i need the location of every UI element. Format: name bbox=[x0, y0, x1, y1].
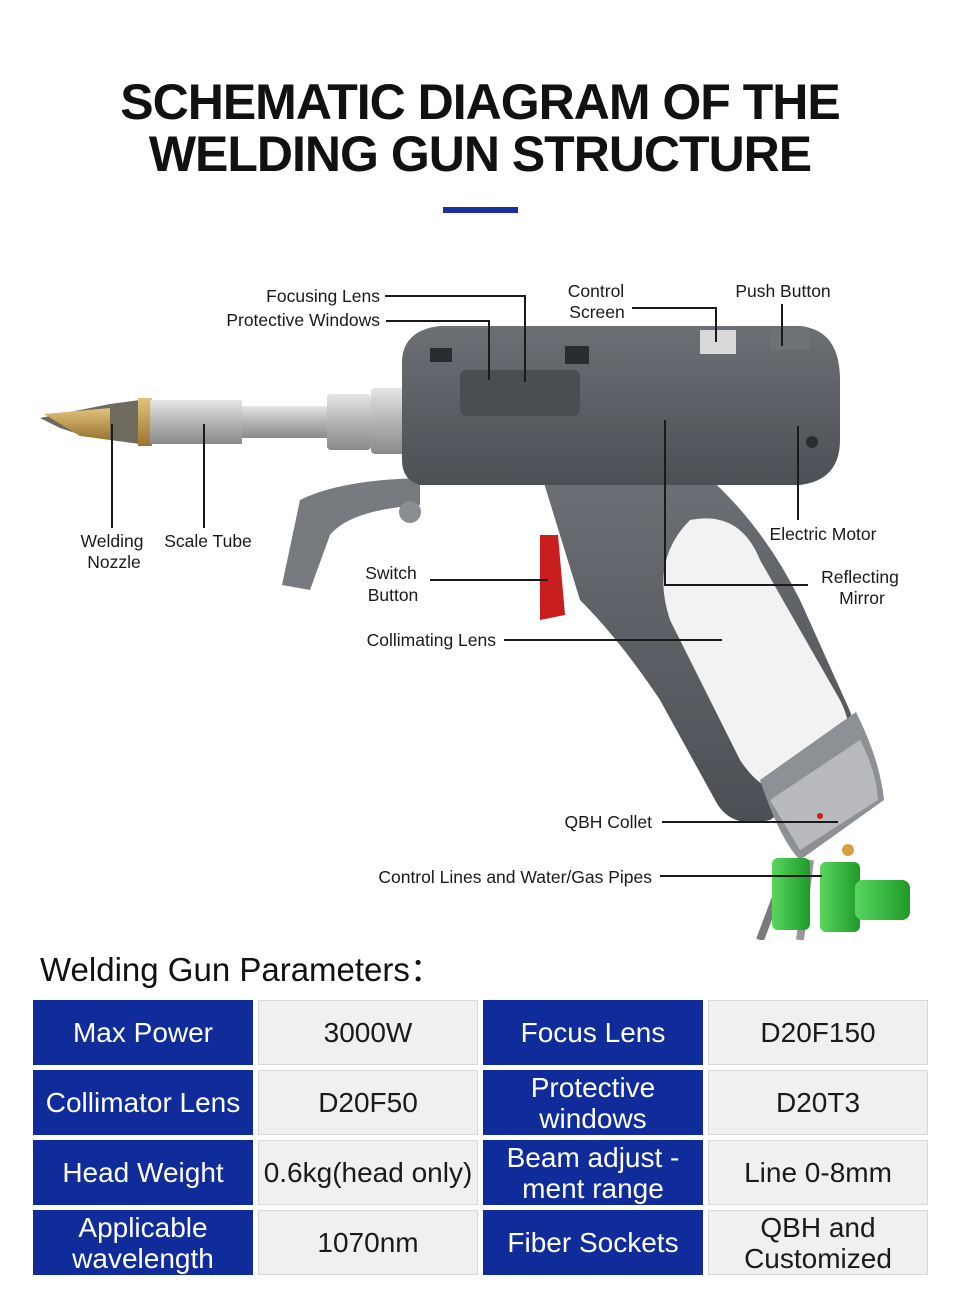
param-key-fiber-sockets: Fiber Sockets bbox=[483, 1210, 703, 1275]
param-key-wavelength: Applicable wavelength bbox=[33, 1210, 253, 1275]
switch-button bbox=[540, 535, 565, 620]
push-button bbox=[770, 330, 810, 350]
label-welding-nozzle-1: Welding bbox=[81, 531, 144, 551]
param-key-max-power: Max Power bbox=[33, 1000, 253, 1065]
param-value-fiber-sockets: QBH and Customized bbox=[708, 1210, 928, 1275]
param-key-head-weight: Head Weight bbox=[33, 1140, 253, 1205]
leader-protective-windows bbox=[386, 320, 490, 380]
param-value-focus-lens: D20F150 bbox=[708, 1000, 928, 1065]
body-window bbox=[460, 370, 580, 416]
label-welding-nozzle-2: Nozzle bbox=[87, 552, 141, 572]
label-scale-tube: Scale Tube bbox=[164, 531, 252, 551]
param-key-beam-adjustment: Beam adjust -ment range bbox=[483, 1140, 703, 1205]
welding-nozzle bbox=[40, 400, 140, 444]
trigger-guard bbox=[282, 478, 420, 590]
label-protective-windows: Protective Windows bbox=[226, 310, 380, 330]
param-value-protective-windows: D20T3 bbox=[708, 1070, 928, 1135]
scale-tube bbox=[150, 400, 242, 444]
label-qbh-collet: QBH Collet bbox=[564, 812, 652, 832]
label-focusing-lens: Focusing Lens bbox=[266, 286, 380, 306]
tube-nut bbox=[327, 394, 371, 450]
label-control-lines: Control Lines and Water/Gas Pipes bbox=[378, 867, 652, 887]
param-key-focus-lens: Focus Lens bbox=[483, 1000, 703, 1065]
tube-coupler bbox=[371, 388, 409, 454]
gun-body bbox=[402, 326, 840, 485]
page-title: SCHEMATIC DIAGRAM OF THE WELDING GUN STR… bbox=[0, 76, 960, 180]
title-underline bbox=[443, 207, 518, 213]
label-electric-motor: Electric Motor bbox=[770, 524, 877, 544]
motor-port bbox=[806, 436, 818, 448]
param-key-collimator-lens: Collimator Lens bbox=[33, 1070, 253, 1135]
param-value-beam-adjustment: Line 0-8mm bbox=[708, 1140, 928, 1205]
label-control-screen-2: Screen bbox=[569, 302, 624, 322]
label-reflecting-mirror-2: Mirror bbox=[839, 588, 885, 608]
param-value-head-weight: 0.6kg(head only) bbox=[258, 1140, 478, 1205]
tube-extension bbox=[242, 406, 327, 438]
label-control-screen-1: Control bbox=[568, 281, 624, 301]
params-heading: Welding Gun Parameters： bbox=[40, 951, 443, 988]
title-line-2: WELDING GUN STRUCTURE bbox=[148, 126, 812, 182]
param-key-protective-windows: Protective windows bbox=[483, 1070, 703, 1135]
leader-reflecting-mirror bbox=[664, 420, 808, 586]
leader-control-screen bbox=[632, 307, 717, 342]
leader-focusing-lens bbox=[385, 295, 526, 382]
label-collimating-lens: Collimating Lens bbox=[367, 630, 497, 650]
grip-white-panel bbox=[663, 518, 849, 790]
label-reflecting-mirror-1: Reflecting bbox=[821, 567, 899, 587]
label-switch-button-1: Switch bbox=[365, 563, 417, 583]
label-switch-button-2: Button bbox=[368, 585, 419, 605]
control-lines-pipes bbox=[756, 844, 910, 940]
control-screen bbox=[700, 330, 736, 354]
param-value-collimator-lens: D20F50 bbox=[258, 1070, 478, 1135]
label-push-button: Push Button bbox=[735, 281, 830, 301]
param-value-max-power: 3000W bbox=[258, 1000, 478, 1065]
nozzle-gold-collar bbox=[138, 398, 152, 446]
title-line-1: SCHEMATIC DIAGRAM OF THE bbox=[120, 74, 840, 130]
guard-pin bbox=[399, 501, 421, 523]
welding-gun-diagram: Focusing Lens Protective Windows Control… bbox=[40, 281, 910, 940]
param-value-wavelength: 1070nm bbox=[258, 1210, 478, 1275]
body-switch-wheel bbox=[565, 346, 589, 364]
body-slot bbox=[430, 348, 452, 362]
